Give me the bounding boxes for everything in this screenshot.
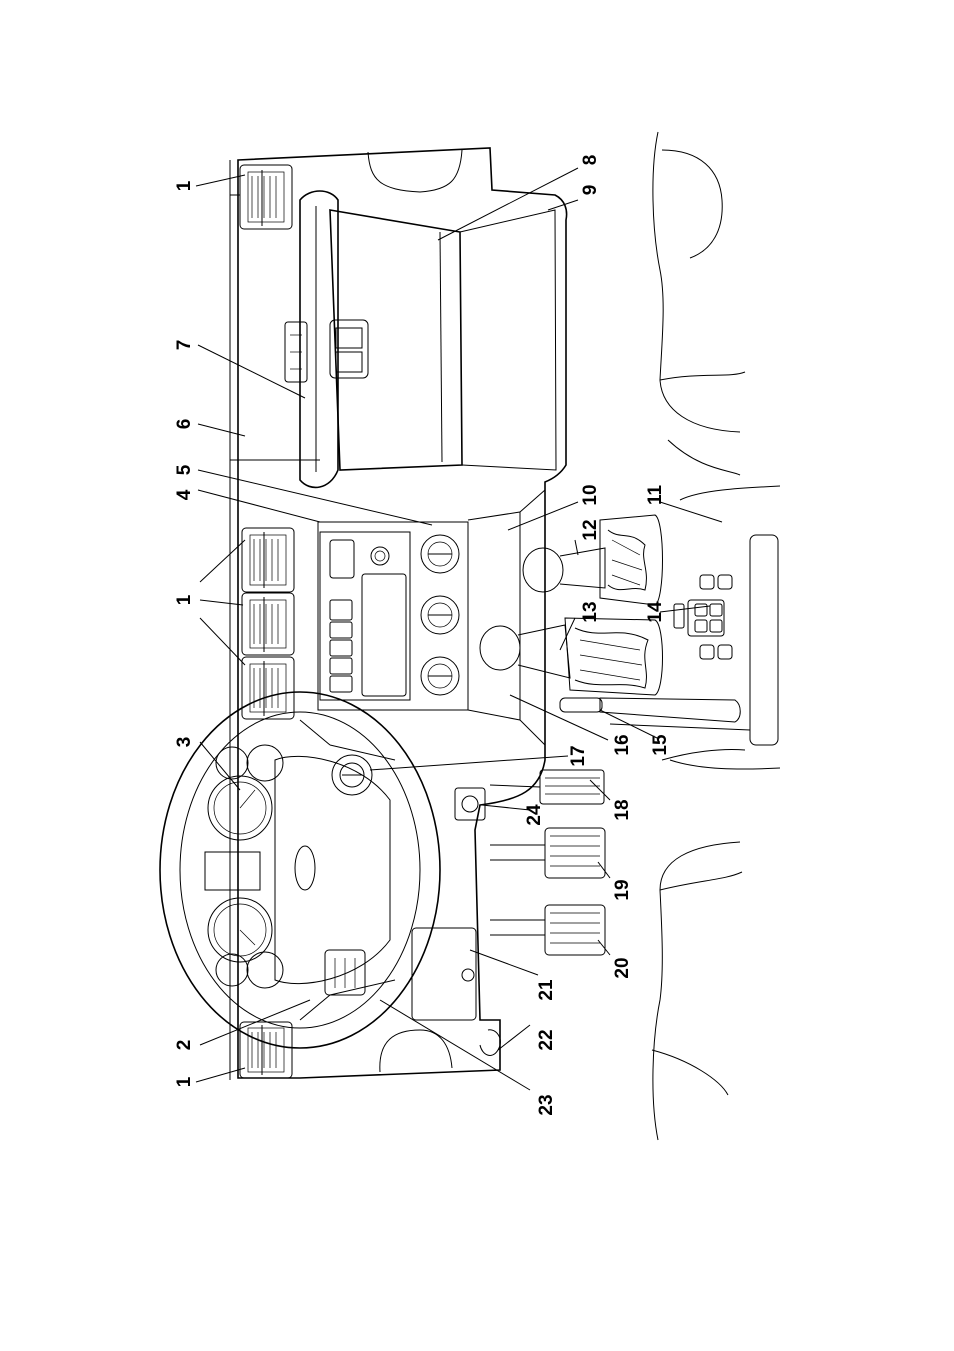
callout-18: 18: [612, 799, 633, 820]
callout-8: 8: [580, 155, 601, 166]
callout-17: 17: [568, 745, 589, 766]
air-vent-center-3[interactable]: [242, 657, 294, 719]
callout-7: 7: [174, 340, 195, 351]
dashboard-switch[interactable]: [455, 788, 485, 820]
console-switch-panel[interactable]: [674, 575, 732, 659]
callout-6: 6: [174, 419, 195, 430]
callout-12: 12: [580, 519, 601, 540]
passenger-seat: [653, 132, 745, 475]
callout-9: 9: [580, 185, 601, 196]
callout-2: 2: [174, 1040, 195, 1051]
grab-handle[interactable]: [300, 191, 338, 487]
callout-13: 13: [580, 601, 601, 622]
driver-seat: [652, 749, 745, 1140]
callout-1-center: 1: [174, 594, 195, 605]
air-vent-center-1[interactable]: [242, 528, 294, 592]
glove-box[interactable]: [330, 210, 556, 470]
clutch-pedal[interactable]: [490, 905, 605, 955]
callout-3: 3: [174, 737, 195, 748]
callout-16: 16: [612, 734, 633, 755]
callout-19: 19: [612, 879, 633, 900]
callout-5: 5: [174, 464, 195, 475]
dashboard-body: [230, 148, 567, 1080]
callout-24: 24: [524, 804, 545, 826]
accelerator-pedal[interactable]: [490, 770, 604, 804]
callout-22: 22: [536, 1029, 557, 1050]
callout-15: 15: [650, 734, 671, 756]
callout-1-bottom: 1: [174, 1076, 195, 1087]
steering-wheel[interactable]: [160, 692, 440, 1048]
radio-unit[interactable]: [330, 540, 406, 696]
bonnet-release-handle[interactable]: [480, 1030, 500, 1056]
callout-23: 23: [536, 1094, 557, 1115]
callout-1-top: 1: [174, 180, 195, 191]
brake-pedal[interactable]: [490, 828, 605, 878]
callout-11: 11: [645, 485, 666, 506]
gear-lever[interactable]: [480, 618, 663, 695]
passenger-airbag-switch[interactable]: [285, 322, 307, 382]
callout-labels: 1 1 1 2 3 4 5 6 7 8 9 10 11 12 13 14 15 …: [174, 155, 671, 1116]
callout-20: 20: [612, 957, 633, 978]
callout-21: 21: [536, 979, 557, 1001]
air-vent-bottom[interactable]: [240, 1022, 292, 1078]
callout-14: 14: [645, 601, 666, 623]
parking-brake-lever[interactable]: [560, 698, 750, 730]
ignition-switch[interactable]: [332, 755, 372, 795]
instrument-cluster: [205, 745, 283, 988]
heater-controls[interactable]: [421, 535, 459, 695]
air-vent-center-2[interactable]: [242, 593, 294, 655]
callout-4: 4: [174, 489, 195, 500]
fuse-box-cover[interactable]: [412, 928, 476, 1020]
center-tunnel: [670, 486, 780, 769]
callout-10: 10: [580, 484, 601, 505]
air-vent-top[interactable]: [240, 165, 292, 229]
